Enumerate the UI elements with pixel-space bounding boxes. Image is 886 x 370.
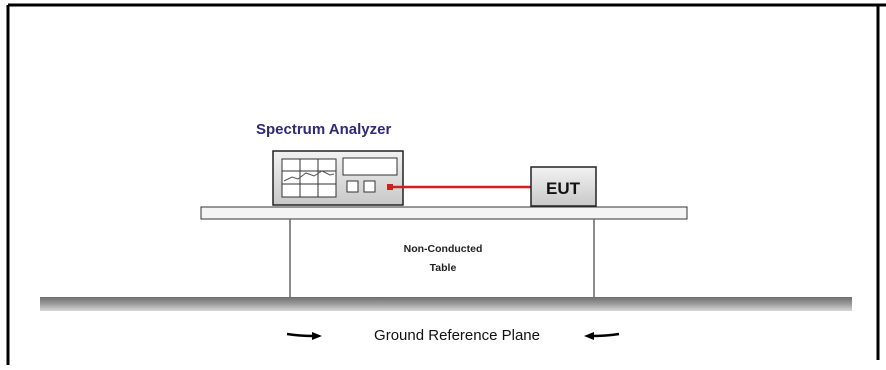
table-label-line1: Non-Conducted — [404, 243, 483, 255]
ground-plane-label: Ground Reference Plane — [374, 327, 540, 344]
arrow-right-icon — [286, 332, 322, 340]
arrow-left-icon — [584, 332, 620, 340]
eut-box — [530, 166, 597, 207]
table-label-line2: Table — [430, 262, 457, 274]
analyzer-title: Spectrum Analyzer — [256, 121, 391, 138]
spectrum-analyzer-icon — [272, 150, 404, 206]
ground-plane — [40, 297, 852, 311]
eut-label: EUT — [546, 179, 581, 198]
non-conducted-table — [200, 206, 688, 297]
frame — [6, 3, 886, 365]
